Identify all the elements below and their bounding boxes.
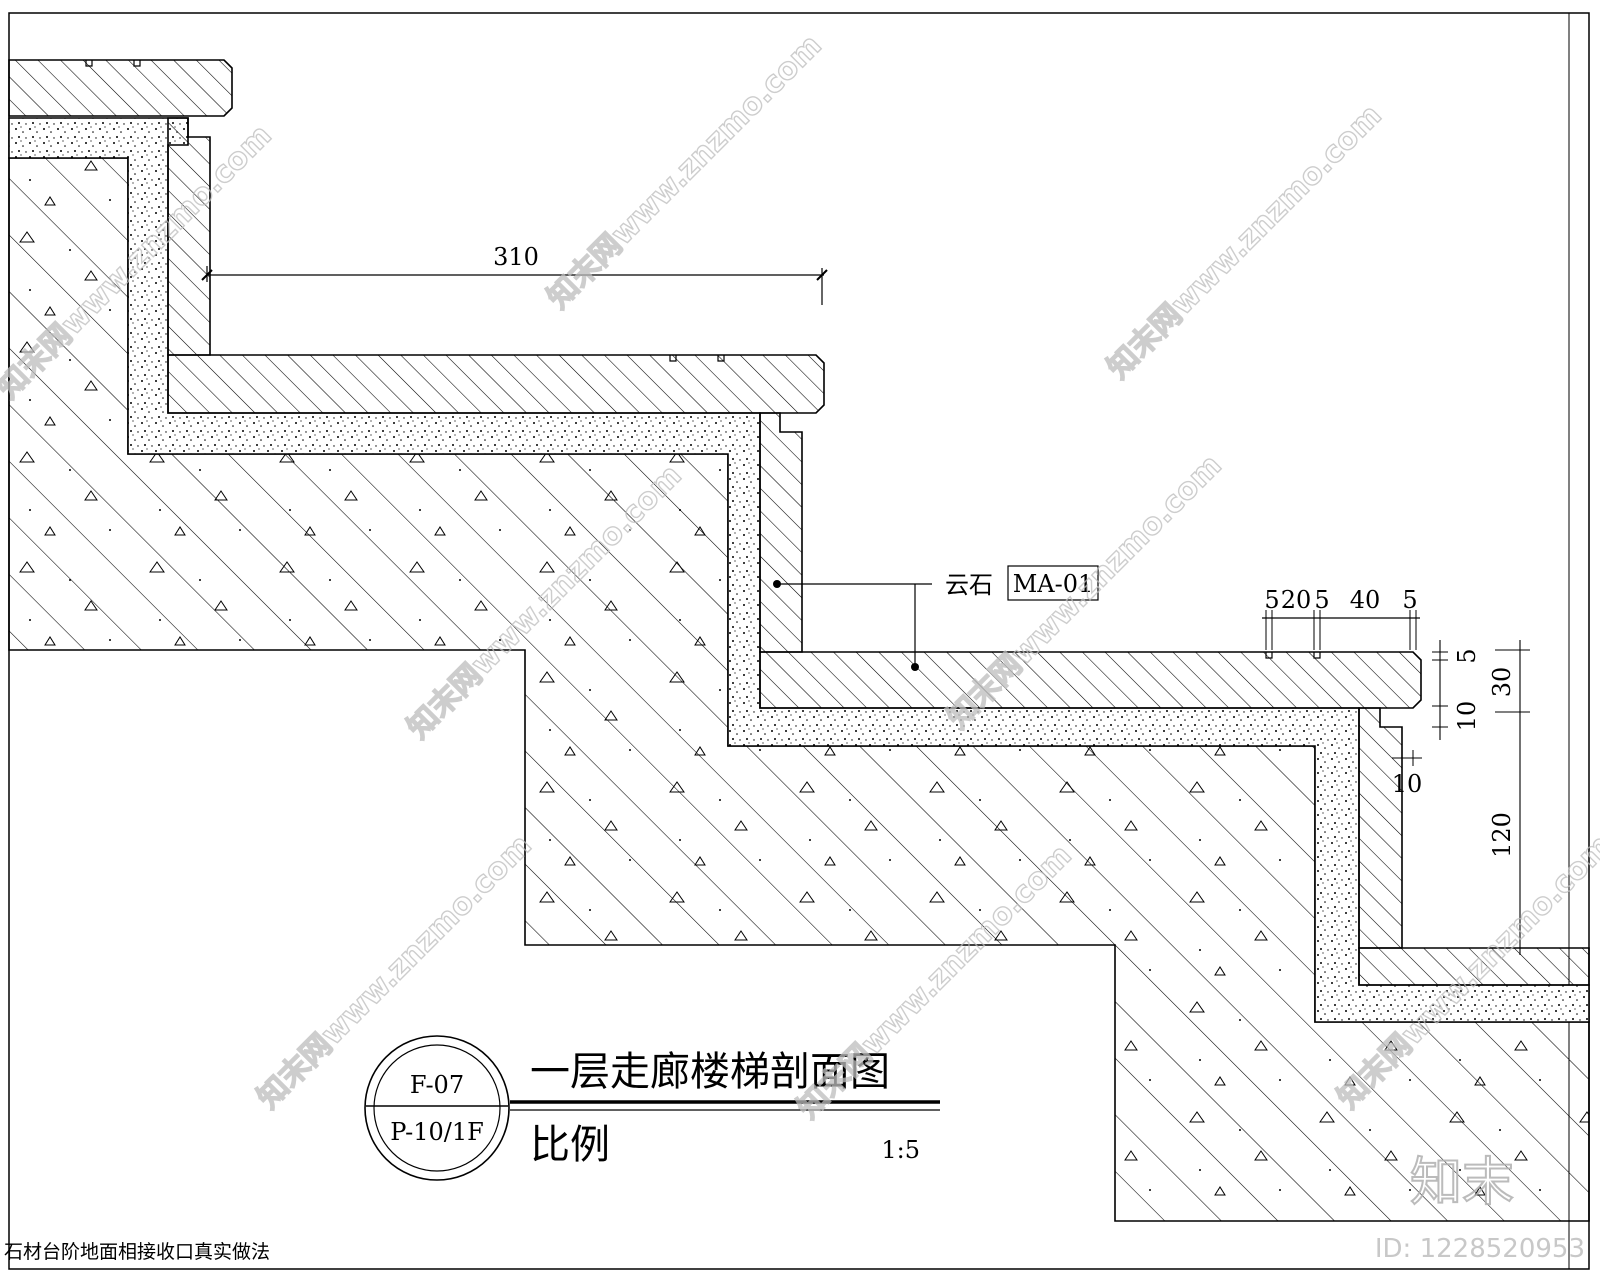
sheet-ref: P-10/1F (390, 1118, 484, 1146)
stone-treads (8, 59, 1590, 986)
scale-value: 1:5 (881, 1136, 920, 1164)
dimension-10-horizontal: 10 (1392, 770, 1423, 798)
watermark-brand: 知末 (1410, 1153, 1514, 1213)
dimension-5-vertical: 5 (1453, 648, 1481, 663)
dimension-5a: 5 (1264, 586, 1279, 614)
watermark-2: 知末网www.znzmo.com (541, 28, 829, 316)
dimension-nose-widths: 5 20 5 40 5 (1262, 586, 1420, 650)
title-block: F-07 P-10/1F 一层走廊楼梯剖面图 比例 1:5 (364, 1035, 940, 1181)
watermark-id: ID: 1228520953 (1375, 1234, 1585, 1264)
dimension-120: 120 (1488, 812, 1516, 858)
dimension-40: 40 (1350, 586, 1381, 614)
dimension-5b: 5 (1314, 586, 1329, 614)
scale-label: 比例 (530, 1122, 610, 1168)
material-leader: 云石 MA-01 (773, 565, 1099, 671)
dimension-30: 30 (1488, 667, 1516, 698)
material-name: 云石 (945, 571, 993, 599)
watermark-3: 知末网www.znzmo.com (1101, 98, 1389, 386)
dimension-310-label: 310 (493, 243, 539, 271)
dimension-vertical: 5 10 30 120 10 (1392, 640, 1530, 955)
detail-number: F-07 (410, 1071, 464, 1099)
drawing-title: 一层走廊楼梯剖面图 (530, 1049, 890, 1095)
dimension-10-vertical: 10 (1453, 701, 1481, 732)
dimension-tread-width: 310 (201, 243, 828, 305)
detail-caption: 石材台阶地面相接收口真实做法 (4, 1241, 271, 1263)
material-code: MA-01 (1013, 570, 1094, 598)
dimension-5c: 5 (1402, 586, 1417, 614)
dimension-20: 20 (1281, 586, 1312, 614)
